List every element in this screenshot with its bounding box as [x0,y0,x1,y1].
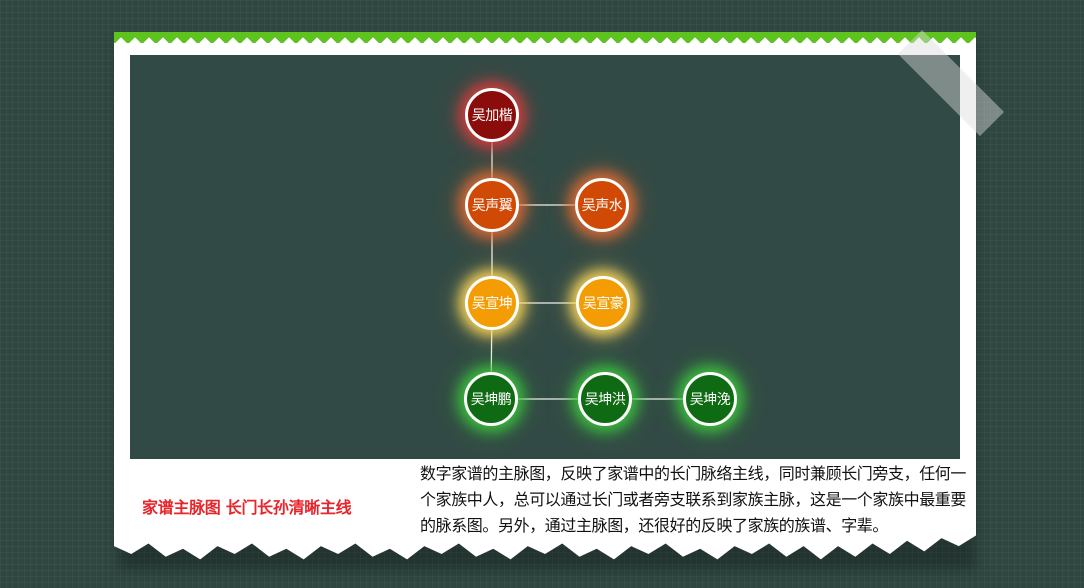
person-node-8[interactable]: 吴坤浼 [683,372,737,426]
person-node-7[interactable]: 吴坤洪 [578,372,632,426]
zigzag-border [114,32,976,43]
person-node-1[interactable]: 吴加楷 [465,88,519,142]
person-node-3[interactable]: 吴声水 [575,178,629,232]
caption-description: 数字家谱的主脉图，反映了家谱中的长门脉络主线，同时兼顾长门旁支，任何一个家族中人… [420,464,967,535]
person-node-2[interactable]: 吴声翼 [465,178,519,232]
lineage-diagram: 吴加楷吴声翼 吴声水吴宣坤 吴宣豪吴坤鹏 吴坤洪吴坤浼 [130,55,960,459]
person-node-6[interactable]: 吴坤鹏 [464,372,518,426]
diagram-connectors [490,115,710,400]
caption-title: 家谱主脉图 长门长孙清晰主线 [142,498,352,517]
person-node-5[interactable]: 吴宣豪 [576,276,630,330]
person-node-4[interactable]: 吴宣坤 [465,276,519,330]
paper-card: 吴加楷吴声翼吴声水吴宣坤吴宣豪吴坤鹏吴坤洪吴坤浼 家谱主脉图 长门长孙清晰主线 … [114,32,976,560]
